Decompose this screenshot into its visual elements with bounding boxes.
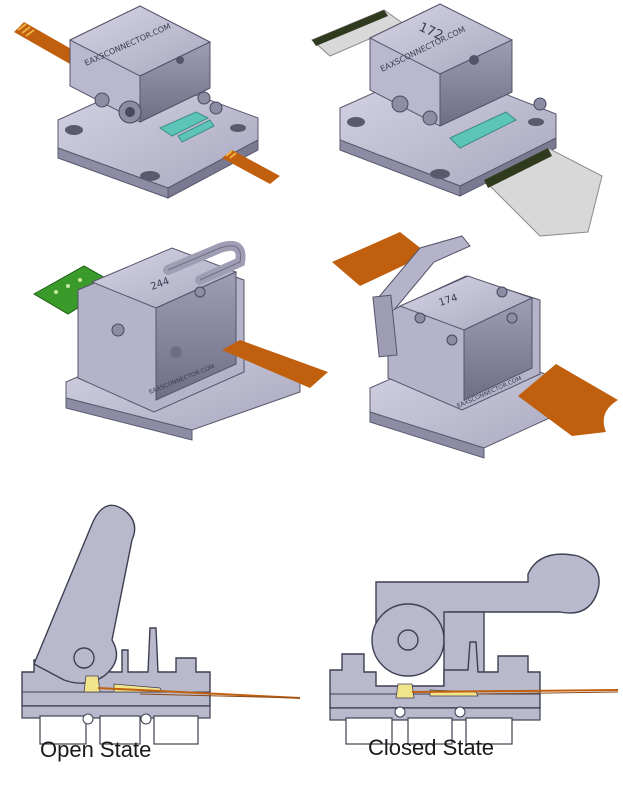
- caption-open-state: Open State: [40, 737, 152, 762]
- view-open-iso-2: 172 EAXSCONNECTOR.COM: [311, 3, 603, 237]
- caption-closed-state: Closed State: [368, 735, 494, 760]
- section-open-state: [21, 504, 301, 745]
- flex-cable-right: [222, 150, 280, 184]
- view-closed-iso-2: 174 EAXSCONNECTOR.COM: [332, 232, 618, 459]
- view-open-iso-1: EAXSCONNECTOR.COM: [14, 5, 280, 199]
- view-closed-iso-1: 244 EAXSCONNECTOR.COM: [32, 240, 328, 441]
- section-closed-state: [329, 553, 619, 745]
